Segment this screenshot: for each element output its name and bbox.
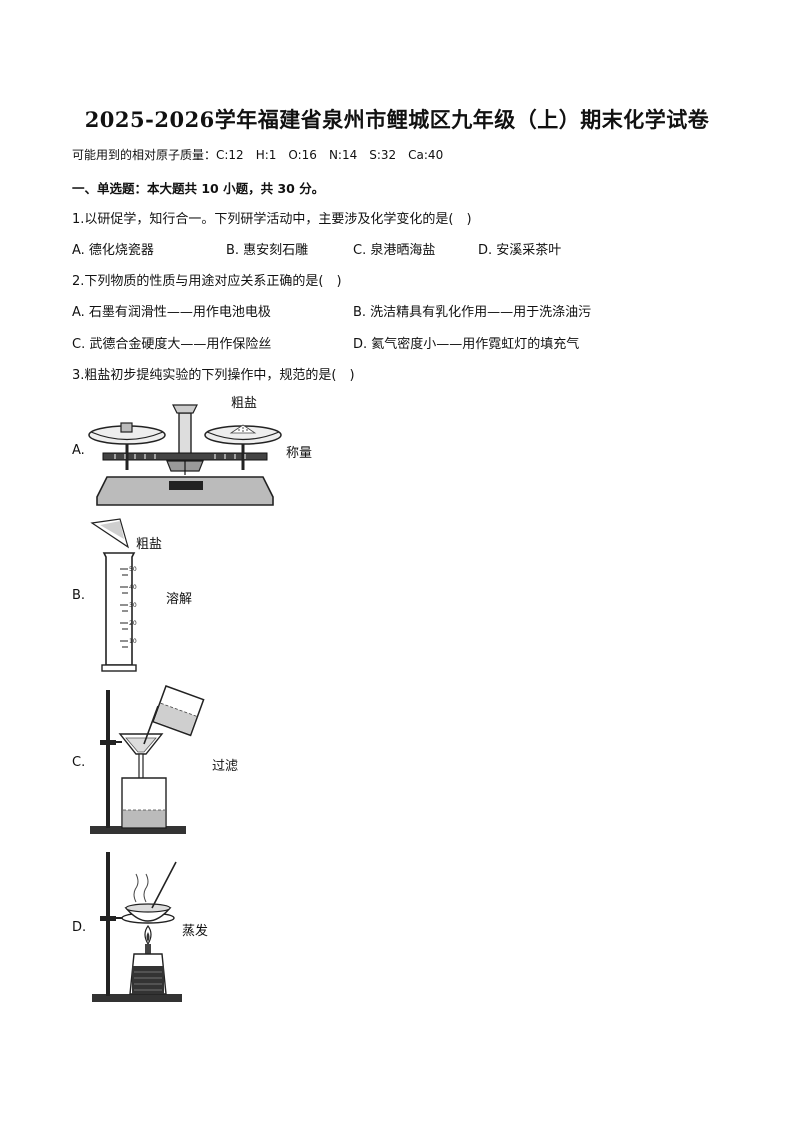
q1-option-c[interactable]: C. 泉港晒海盐 <box>353 243 436 258</box>
q2-option-a[interactable]: A. 石墨有润滑性——用作电池电极 <box>72 305 271 320</box>
scale-mark-40: 40 <box>129 584 137 591</box>
scale-mark-10: 10 <box>129 638 137 645</box>
page-title: 2025-2026学年福建省泉州市鲤城区九年级（上）期末化学试卷 <box>84 107 710 132</box>
evaporation-caption: 蒸发 <box>182 924 209 939</box>
q3-option-d[interactable]: D. <box>72 920 87 935</box>
scale-mark-20: 20 <box>129 620 137 627</box>
q3-option-c[interactable]: C. <box>72 755 86 770</box>
q2-option-d[interactable]: D. 氦气密度小——用作霓虹灯的填充气 <box>353 337 580 352</box>
graduated-cylinder-illustration: 50 40 30 20 10 <box>90 518 137 672</box>
section-heading: 一、单选题：本大题共 10 小题，共 30 分。 <box>72 181 325 196</box>
cylinder-sample-label: 粗盐 <box>136 537 163 552</box>
filtration-illustration <box>90 685 205 834</box>
scale-mark-50: 50 <box>129 566 137 573</box>
atomic-masses: 可能用到的相对原子质量：C:12 H:1 O:16 N:14 S:32 Ca:4… <box>72 148 444 162</box>
q1-option-b[interactable]: B. 惠安刻石雕 <box>226 243 309 258</box>
q3-option-b[interactable]: B. <box>72 588 86 603</box>
q3-option-a[interactable]: A. <box>72 443 85 458</box>
scale-mark-30: 30 <box>129 602 137 609</box>
dissolving-caption: 溶解 <box>166 592 193 607</box>
q2-option-b[interactable]: B. 洗洁精具有乳化作用——用于洗涤油污 <box>353 305 592 320</box>
filtration-caption: 过滤 <box>212 759 239 774</box>
q1-option-d[interactable]: D. 安溪采茶叶 <box>478 243 562 258</box>
question-1-stem: 1.以研促学，知行合一。下列研学活动中，主要涉及化学变化的是( ) <box>72 212 472 227</box>
evaporation-illustration <box>92 852 182 1002</box>
balance-illustration <box>88 404 282 506</box>
weighing-caption: 称量 <box>286 446 313 461</box>
balance-sample-label: 粗盐 <box>231 396 258 411</box>
q1-option-a[interactable]: A. 德化烧瓷器 <box>72 243 154 258</box>
question-3-stem: 3.粗盐初步提纯实验的下列操作中，规范的是( ) <box>72 368 355 383</box>
q2-option-c[interactable]: C. 武德合金硬度大——用作保险丝 <box>72 337 272 352</box>
question-2-stem: 2.下列物质的性质与用途对应关系正确的是( ) <box>72 274 342 289</box>
